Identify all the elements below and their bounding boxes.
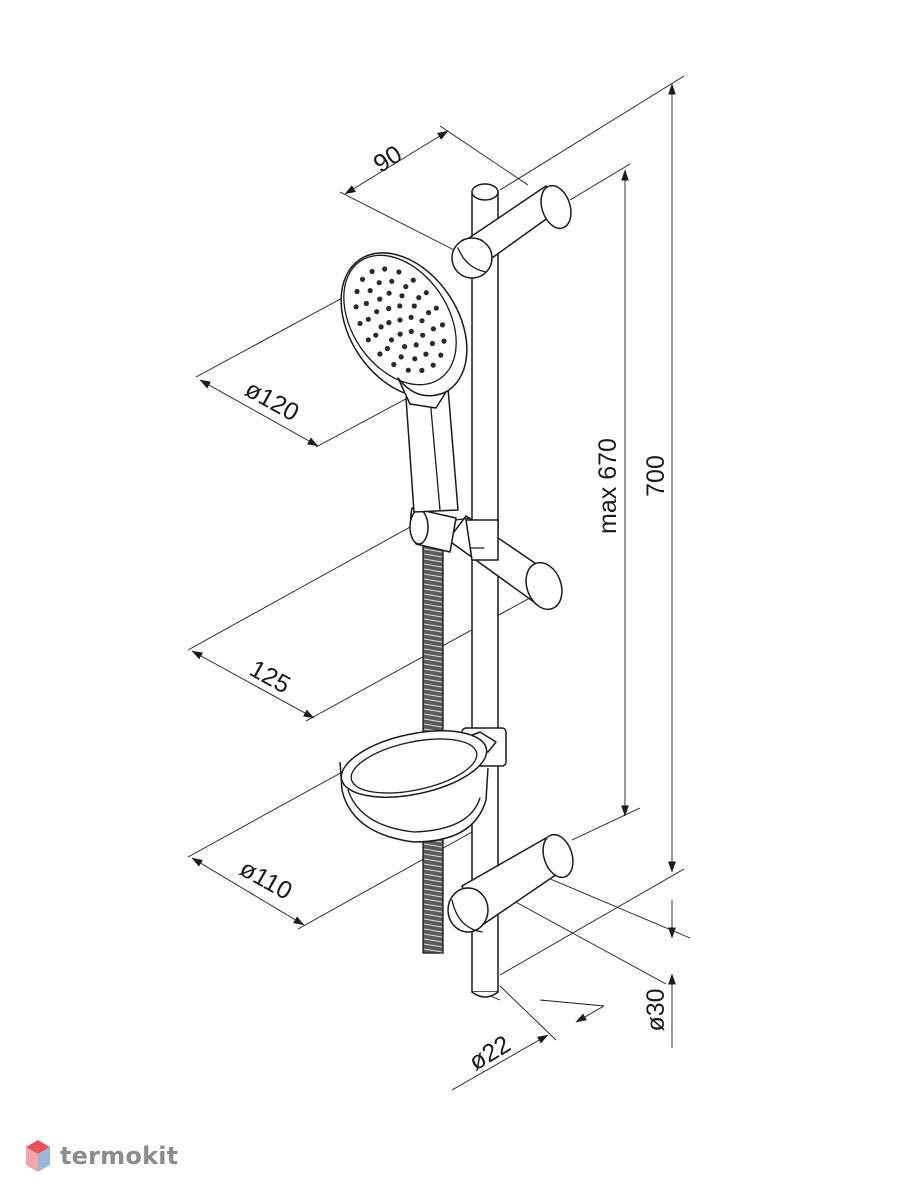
brand-name: termokit: [60, 1142, 179, 1170]
bottom-wall-bracket: [447, 833, 574, 933]
dim-bar-diameter: ø22: [464, 1030, 515, 1076]
extension-lines: [187, 75, 691, 1041]
dimension-lines: [191, 83, 676, 1091]
dim-sliding-range: max 670: [594, 438, 622, 534]
dim-hand-shower-offset: 90: [369, 140, 407, 178]
soap-dish: [339, 727, 507, 843]
dim-bracket-diameter: ø30: [642, 988, 670, 1031]
hand-shower: [340, 252, 468, 513]
dim-holder-offset: 125: [245, 655, 295, 700]
brand-cube-icon: [26, 1140, 50, 1172]
slide-bar: [471, 183, 499, 998]
top-wall-bracket: [451, 184, 572, 279]
brand-logo: termokit: [24, 1136, 178, 1176]
dim-soap-dish-diameter: ø110: [235, 854, 297, 905]
dim-bar-length: 700: [642, 455, 670, 497]
spray-nozzles: [353, 266, 447, 373]
sliding-holder: [409, 507, 563, 611]
dim-hand-shower-diameter: ø120: [240, 375, 303, 427]
